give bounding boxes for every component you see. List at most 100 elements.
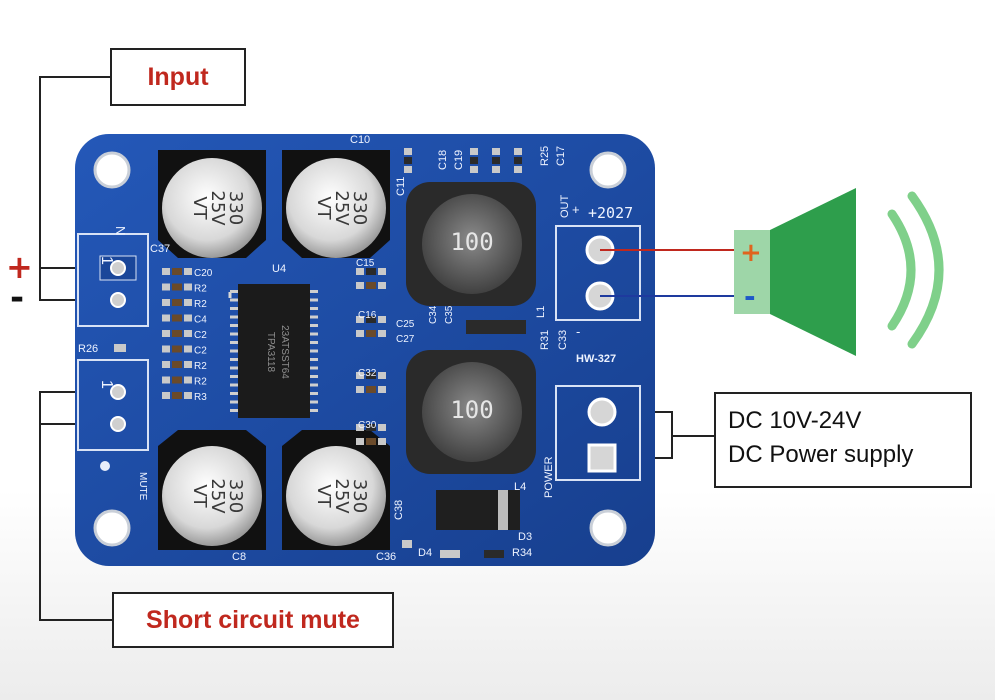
- smd-part: [466, 320, 526, 334]
- capacitor-c10: [282, 150, 390, 258]
- component-ref-label: C27: [396, 334, 415, 345]
- component-ref-label: C25: [396, 319, 415, 330]
- chip-pin: [310, 409, 318, 412]
- component-ref-label: N: [113, 226, 128, 235]
- dc-power-callout: DC 10V-24V DC Power supply: [714, 392, 972, 488]
- component-ref-label: R25: [539, 146, 551, 166]
- smd-part: [378, 282, 386, 289]
- chip-pin: [230, 392, 238, 395]
- smd-part: [366, 386, 376, 393]
- smd-part: [404, 157, 412, 164]
- smd-part: [184, 314, 192, 322]
- inductor-value-label: 100: [450, 228, 493, 256]
- smd-part: [184, 268, 192, 275]
- chip-pin: [310, 307, 318, 310]
- smd-part: [366, 268, 376, 275]
- component-ref-label: C4: [194, 315, 207, 326]
- smd-part: [470, 166, 478, 173]
- out-code-label: +2027: [588, 204, 633, 222]
- chip-pin: [310, 349, 318, 353]
- chip-pin: [310, 324, 318, 327]
- smd-part: [172, 314, 182, 322]
- component-ref-label: C2: [194, 330, 207, 341]
- smd-part: [172, 299, 182, 306]
- capacitor-ref-label: C37: [150, 243, 170, 255]
- smd-part: [356, 268, 364, 275]
- chip-pin: [310, 375, 318, 378]
- capacitor-marking-voltage: 25V: [331, 478, 352, 514]
- inductor-l4: [406, 350, 536, 474]
- smd-part: [162, 268, 170, 275]
- inductor-ref-label: L4: [514, 481, 526, 493]
- chip-pin: [310, 400, 318, 404]
- smd-part: [378, 316, 386, 323]
- chip-pin: [310, 298, 318, 302]
- input-callout-text: Input: [147, 62, 209, 91]
- smd-part: [470, 148, 478, 155]
- smd-part: [184, 392, 192, 399]
- component-ref-label: R26: [78, 343, 98, 355]
- capacitor-marking-series: VT: [189, 196, 210, 220]
- smd-part: [162, 345, 170, 353]
- smd-part: [172, 330, 182, 337]
- input-pin-one-label: 1: [98, 256, 115, 265]
- chip-pin: [310, 341, 318, 344]
- component-ref-label: C30: [358, 420, 377, 431]
- capacitor-marking-series: VT: [189, 484, 210, 508]
- smd-part: [184, 376, 192, 384]
- smd-part: [514, 166, 522, 173]
- chip-pin: [230, 409, 238, 412]
- smd-part: [356, 424, 364, 431]
- chip-pin: [310, 315, 318, 319]
- smd-part: [378, 438, 386, 445]
- capacitor-ref-label: C8: [232, 551, 246, 563]
- smd-part: [492, 148, 500, 155]
- smd-part: [404, 166, 412, 173]
- smd-part: [492, 157, 500, 164]
- smd-part: [184, 361, 192, 368]
- capacitor-c8: [158, 430, 266, 550]
- smd-part: [184, 299, 192, 306]
- chip-pin: [230, 358, 238, 361]
- smd-part: [114, 344, 126, 352]
- component-ref-label: +: [572, 202, 580, 217]
- smd-part: [366, 282, 376, 289]
- component-ref-label: C16: [358, 310, 377, 321]
- capacitor-ref-label: C10: [350, 134, 370, 146]
- smd-part: [172, 283, 182, 291]
- capacitor-marking-value: 330: [349, 191, 370, 225]
- smd-part: [366, 316, 376, 323]
- capacitor-marking-series: VT: [313, 196, 334, 220]
- chip-pin: [310, 358, 318, 361]
- smd-part: [440, 550, 460, 558]
- chip-pin: [310, 332, 318, 336]
- smd-part: [172, 392, 182, 399]
- smd-part: [484, 550, 504, 558]
- chip-pin: [230, 298, 238, 302]
- smd-part: [378, 386, 386, 393]
- chip-pin: [230, 383, 238, 387]
- mounting-holes: [93, 151, 627, 547]
- component-ref-label: D3: [518, 531, 532, 543]
- component-ref-label: R2: [194, 299, 207, 310]
- smd-part: [172, 361, 182, 368]
- component-ref-label: C18: [437, 150, 449, 170]
- smd-part: [514, 148, 522, 155]
- mute-pin-one-label: 1: [98, 380, 115, 389]
- smd-part: [404, 148, 412, 155]
- smd-part: [378, 372, 386, 379]
- smd-part: [162, 314, 170, 322]
- component-ref-label: R34: [512, 547, 532, 559]
- component-ref-label: R3: [194, 392, 207, 403]
- smd-part: [184, 345, 192, 353]
- smd-part: [356, 386, 364, 393]
- smd-part: [366, 438, 376, 445]
- input-minus-sign: -: [10, 278, 25, 318]
- smd-part: [162, 376, 170, 384]
- component-ref-label: C11: [395, 177, 407, 196]
- chip-pin: [230, 324, 238, 327]
- smd-part: [184, 330, 192, 337]
- amplifier-chip: [228, 284, 318, 418]
